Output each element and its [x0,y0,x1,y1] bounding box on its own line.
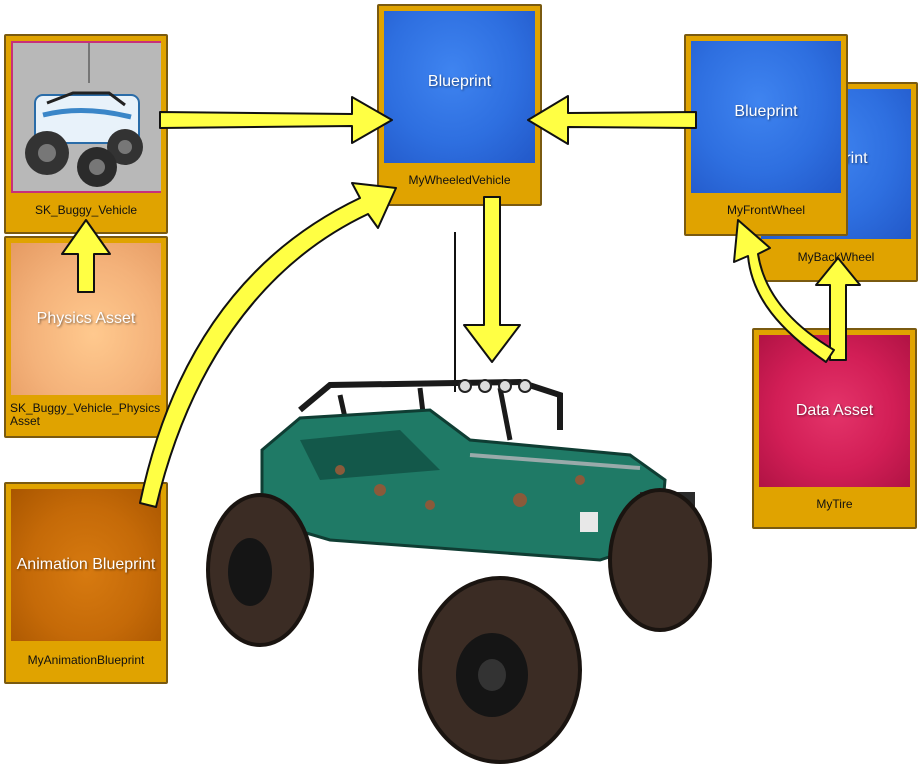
node-label: MyFrontWheel [726,203,806,217]
blueprint-thumbnail: Blueprint [691,41,841,193]
node-label: SK_Buggy_Vehicle_PhysicsAsset [10,401,161,428]
node-animation-blueprint[interactable]: Animation Blueprint MyAnimationBlueprint [4,482,168,684]
arrow-mesh-to-vehicle-icon [159,96,393,144]
node-my-front-wheel[interactable]: Blueprint MyFrontWheel [684,34,848,236]
node-type-title: Blueprint [427,73,492,90]
node-my-wheeled-vehicle[interactable]: Blueprint MyWheeledVehicle [377,4,542,206]
arrow-vehicle-to-model-icon [463,196,521,363]
vehicle-preview-image [11,41,161,193]
arrow-tire-to-backwheel-icon [815,257,861,361]
arrow-tire-to-frontwheel-icon [733,219,835,363]
node-sk-buggy-vehicle[interactable]: SK_Buggy_Vehicle [4,34,168,234]
vehicle-thumbnail-icon [13,43,161,191]
node-label: MyBackWheel [797,250,875,264]
blueprint-thumbnail: Blueprint [384,11,535,163]
arrow-frontwheel-to-vehicle-icon [527,95,697,145]
node-type-title: Data Asset [795,402,874,419]
node-type-title: Physics Asset [36,310,136,327]
node-type-title: Blueprint [734,103,798,120]
arrow-physics-to-mesh-icon [61,219,111,293]
node-label: MyAnimationBlueprint [27,653,145,667]
arrow-anim-to-vehicle-icon [139,182,397,508]
node-label: SK_Buggy_Vehicle [34,203,138,217]
node-type-title: Animation Blueprint [16,556,156,573]
node-label: MyWheeledVehicle [408,173,511,187]
node-label: MyTire [816,497,853,511]
anim-blueprint-thumbnail: Animation Blueprint [11,489,161,641]
